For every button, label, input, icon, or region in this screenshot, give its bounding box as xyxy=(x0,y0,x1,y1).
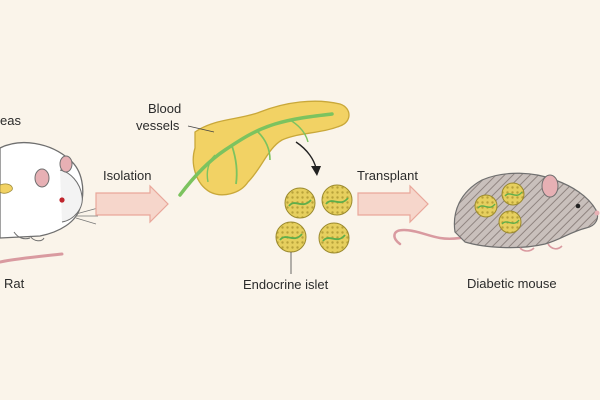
islet-cluster-icon xyxy=(275,184,353,274)
white-rat-icon xyxy=(0,142,99,264)
striped-mouse-icon xyxy=(393,172,600,252)
curved-arrow-icon xyxy=(295,141,321,176)
label-endocrine-islet: Endocrine islet xyxy=(243,277,329,292)
right-arrow-icon xyxy=(95,184,169,224)
label-pancreas: eas xyxy=(0,113,21,128)
label-blood-vessels-line2: vessels xyxy=(136,118,180,133)
label-transplant: Transplant xyxy=(357,168,418,183)
label-blood-vessels-line1: Blood xyxy=(148,101,182,116)
label-rat: Rat xyxy=(4,276,25,291)
pancreas-icon xyxy=(178,100,350,197)
right-arrow-icon xyxy=(357,184,429,224)
label-diabetic-mouse: Diabetic mouse xyxy=(467,276,557,291)
label-isolation: Isolation xyxy=(103,168,152,183)
